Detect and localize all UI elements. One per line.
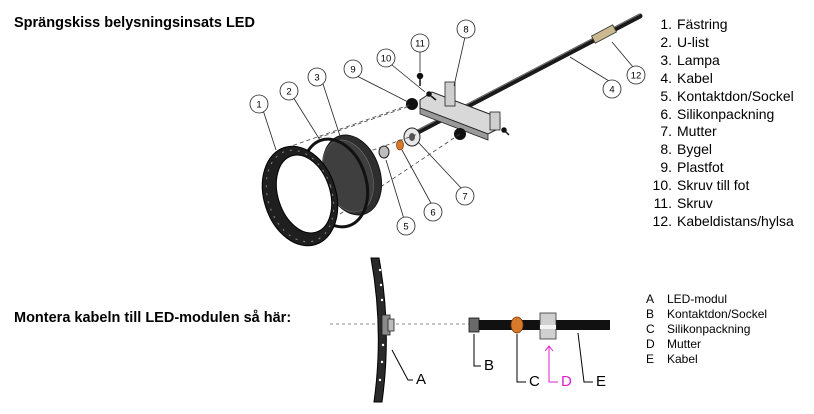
svg-text:1: 1 xyxy=(256,100,261,111)
callout-8: 8 xyxy=(456,19,476,39)
svg-text:6: 6 xyxy=(430,208,435,219)
legend-item: 8.Bygel xyxy=(660,141,713,158)
legend-item: 1.Fästring xyxy=(660,16,728,32)
svg-text:9: 9 xyxy=(350,65,355,76)
svg-text:7: 7 xyxy=(462,192,467,203)
bracket-part xyxy=(419,81,501,141)
callout-7: 7 xyxy=(455,186,475,206)
plastic-foot xyxy=(454,128,466,140)
callout-3: 3 xyxy=(307,67,327,87)
nut-hole xyxy=(409,133,415,141)
label-b: B xyxy=(484,357,495,374)
legend-item: 5.Kontaktdon/Sockel xyxy=(660,87,794,104)
legend-item: 2.U-list xyxy=(660,33,709,50)
svg-text:12: 12 xyxy=(631,71,642,82)
svg-text:11: 11 xyxy=(415,39,425,50)
legend-item: 4.Kabel xyxy=(660,69,713,86)
callout-12: 12 xyxy=(626,65,646,85)
screws xyxy=(416,72,510,136)
legend-item: 11.Skruv xyxy=(653,195,713,212)
label-c: C xyxy=(529,373,540,390)
callout-4: 4 xyxy=(602,79,622,99)
svg-text:5: 5 xyxy=(403,222,408,233)
exploded-view-title: Sprängskiss belysningsinsats LED xyxy=(14,15,255,31)
legend-item: 7.Mutter xyxy=(660,123,717,140)
callout-9: 9 xyxy=(343,59,363,79)
led-module-side-view xyxy=(370,257,395,403)
svg-text:3: 3 xyxy=(314,73,319,84)
leader-lines xyxy=(262,36,634,220)
assembly-nut xyxy=(539,312,557,340)
svg-text:8: 8 xyxy=(463,25,468,36)
callout-11: 11 xyxy=(410,33,430,53)
callout-5: 5 xyxy=(396,216,416,236)
parts-legend: 1.Fästring 2.U-list 3.Lampa 4.Kabel 5.Ko… xyxy=(650,16,794,231)
callout-1: 1 xyxy=(249,94,269,114)
cable-sleeve xyxy=(590,24,618,44)
svg-text:10: 10 xyxy=(381,54,392,65)
callout-2: 2 xyxy=(279,81,299,101)
assembly-seal xyxy=(510,316,524,334)
mounting-ring-part xyxy=(261,145,339,247)
label-a: A xyxy=(416,371,427,388)
svg-text:4: 4 xyxy=(609,85,614,96)
legend-item: 10.Skruv till fot xyxy=(652,177,750,194)
label-e: E xyxy=(596,373,607,390)
connector-part xyxy=(378,145,390,159)
assembly-leaders xyxy=(391,332,593,383)
plastic-foot xyxy=(406,98,418,110)
assembly-title: Montera kabeln till LED-modulen så här: xyxy=(14,310,292,326)
legend-item: 9.Plastfot xyxy=(660,159,724,176)
svg-text:2: 2 xyxy=(286,87,291,98)
legend-item: 12.Kabeldistans/hylsa xyxy=(652,212,794,229)
nut-highlight-leader xyxy=(544,345,558,383)
label-d: D xyxy=(561,373,572,390)
legend-item: 3.Lampa xyxy=(660,51,720,68)
callout-10: 10 xyxy=(376,48,396,68)
callout-6: 6 xyxy=(423,202,443,222)
legend-item: 6.Silikonpackning xyxy=(660,105,775,122)
seal-part xyxy=(396,139,404,151)
